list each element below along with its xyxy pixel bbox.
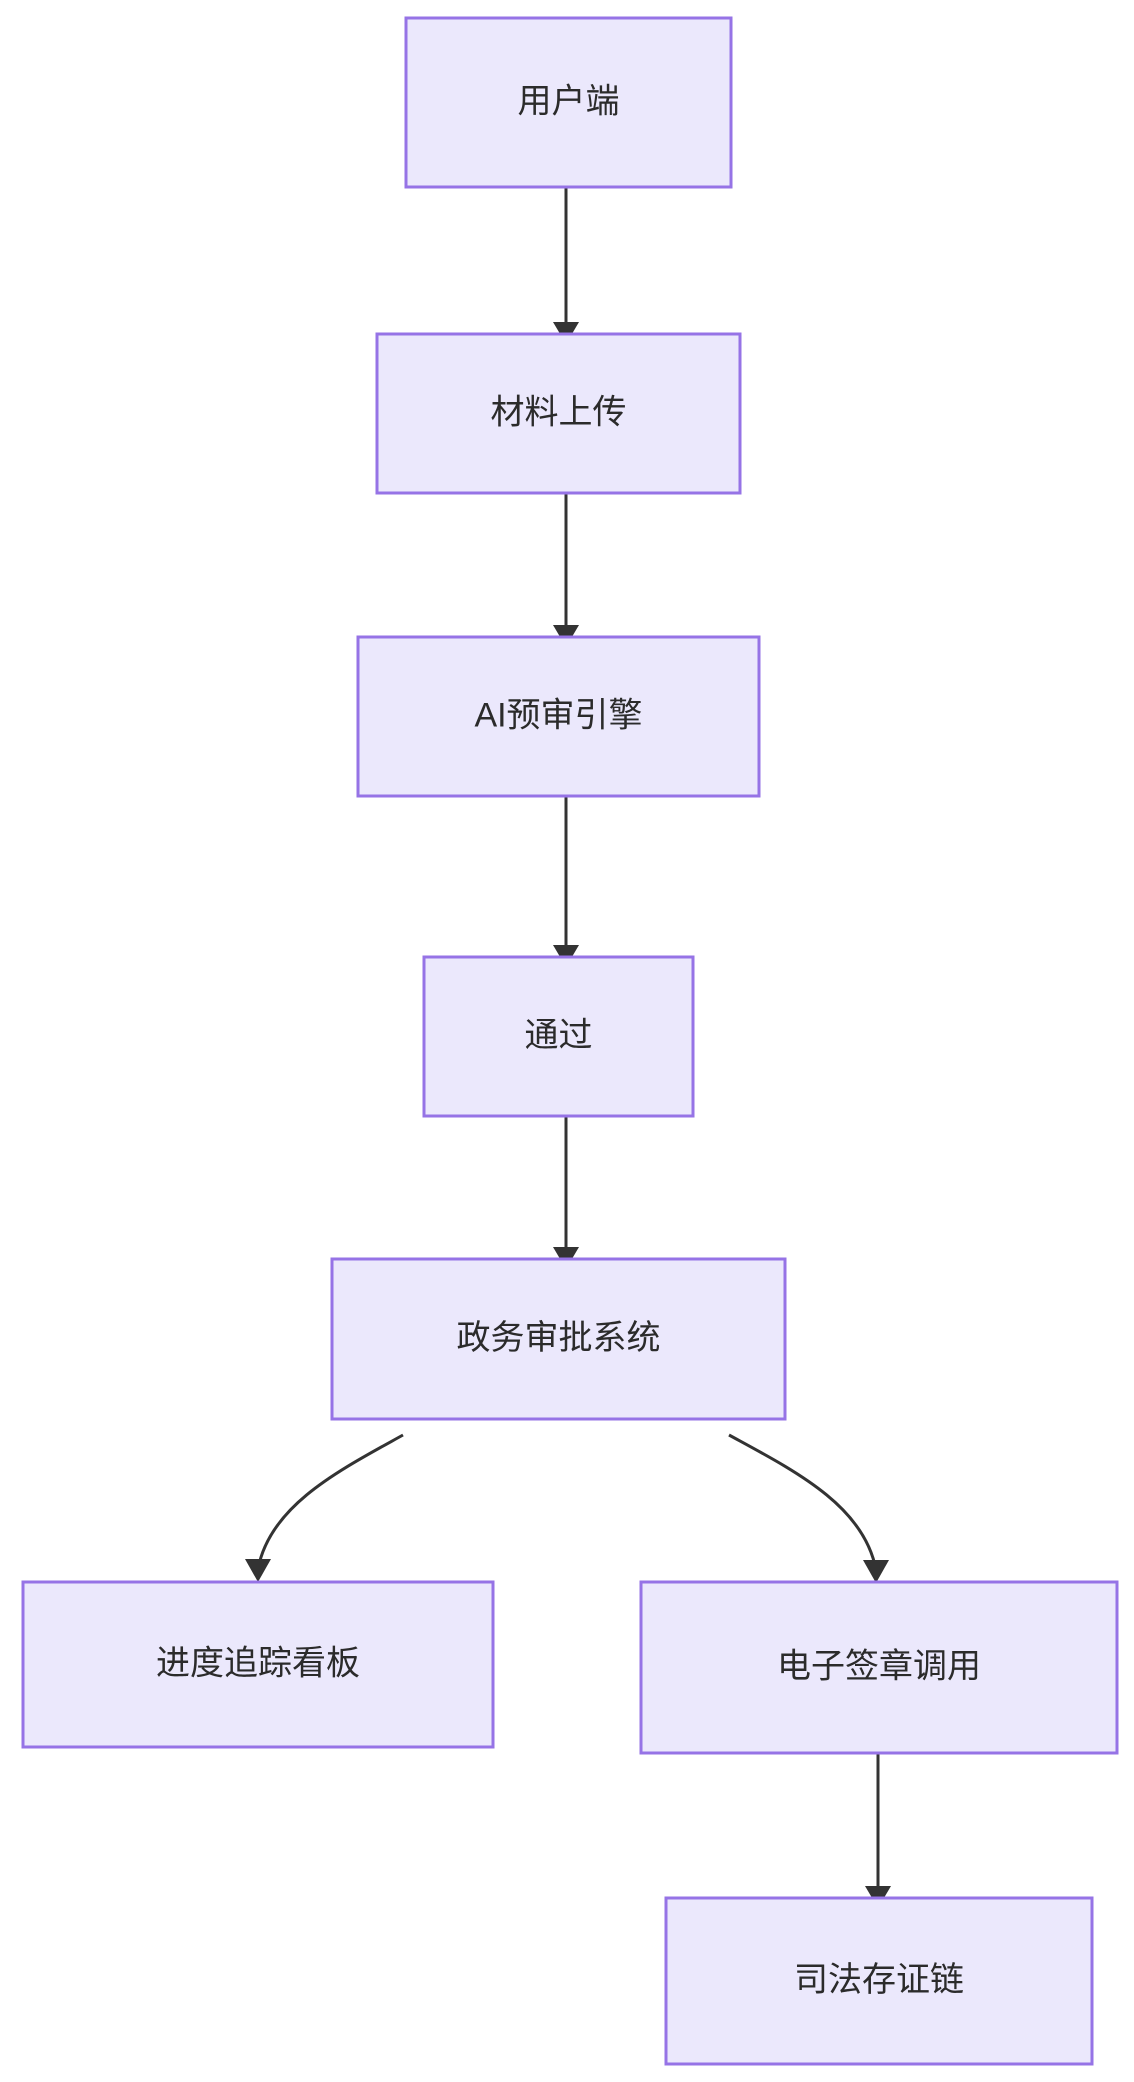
flow-node[interactable]: 通过 — [422, 955, 695, 1118]
flow-node[interactable]: 司法存证链 — [664, 1896, 1094, 2066]
flow-node[interactable]: AI预审引擎 — [356, 635, 761, 798]
node-box[interactable] — [356, 635, 761, 798]
flow-edge — [728, 1433, 878, 1571]
flow-node[interactable]: 政务审批系统 — [330, 1257, 787, 1421]
edges-layer — [256, 187, 880, 1886]
node-box[interactable] — [404, 16, 733, 189]
node-box[interactable] — [639, 1580, 1119, 1755]
node-box[interactable] — [330, 1257, 787, 1421]
node-box[interactable] — [21, 1580, 495, 1749]
flow-node[interactable]: 材料上传 — [375, 332, 742, 495]
flow-node[interactable]: 电子签章调用 — [639, 1580, 1119, 1755]
flow-node[interactable]: 进度追踪看板 — [21, 1580, 495, 1749]
flow-node[interactable]: 用户端 — [404, 16, 733, 189]
nodes-layer: 用户端材料上传 AI预审引擎通过政务审批系统进度追踪看板电子签章调用司法存证链 — [21, 16, 1119, 2066]
node-box[interactable] — [375, 332, 742, 495]
node-box[interactable] — [422, 955, 695, 1118]
flow-edge — [256, 1433, 404, 1570]
node-box[interactable] — [664, 1896, 1094, 2066]
arrowhead-icon — [863, 1560, 889, 1583]
arrowhead-icon — [245, 1559, 271, 1582]
